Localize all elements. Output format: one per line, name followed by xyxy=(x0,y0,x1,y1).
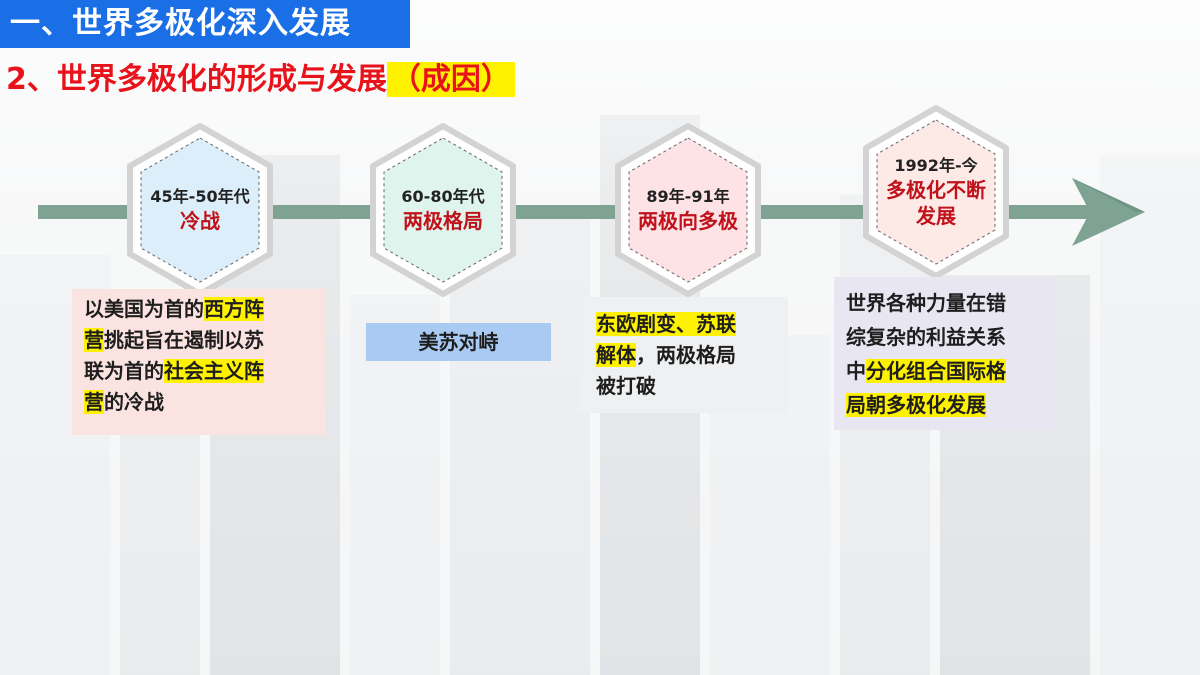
description-multipolar: 世界各种力量在错 综复杂的利益关系 中分化组合国际格 局朝多极化发展 xyxy=(834,277,1056,430)
stage-hexagon-multipolar: 1992年-今 多极化不断 发展 xyxy=(856,100,1016,284)
description-transition: 东欧剧变、苏联 解体，两极格局 被打破 xyxy=(578,297,788,413)
stage-era: 60-80年代 xyxy=(401,187,485,206)
desc-text: 被打破 xyxy=(596,374,656,398)
desc-text: 综复杂的利益关系 xyxy=(846,325,1006,349)
stage-hexagon-transition: 89年-91年 两极向多极 xyxy=(608,118,768,302)
stage-hexagon-bipolar: 60-80年代 两极格局 xyxy=(363,118,523,302)
stage-hexagon-cold-war: 45年-50年代 冷战 xyxy=(120,118,280,302)
stage-era: 1992年-今 xyxy=(894,156,978,175)
description-bipolar: 美苏对峙 xyxy=(366,323,551,361)
desc-text: ，两极格局 xyxy=(636,343,736,367)
stage-name: 两极格局 xyxy=(403,209,483,233)
stage-name-line2: 发展 xyxy=(916,204,956,228)
desc-highlight: 营 xyxy=(84,390,104,414)
desc-text: 挑起旨在遏制以苏 xyxy=(104,328,264,352)
subtitle-highlight: （成因） xyxy=(386,62,515,97)
desc-highlight: 社会主义阵 xyxy=(164,359,264,383)
desc-text: 世界各种力量在错 xyxy=(846,291,1006,315)
stage-name-line1: 多极化不断 xyxy=(886,178,986,202)
stage-name: 冷战 xyxy=(180,209,220,233)
desc-text: 以美国为首的 xyxy=(84,297,204,321)
desc-highlight: 东欧剧变、苏联 xyxy=(596,312,736,336)
desc-text: 美苏对峙 xyxy=(418,330,499,354)
desc-highlight: 营 xyxy=(84,328,104,352)
desc-highlight: 局朝多极化发展 xyxy=(846,393,986,417)
section-title: 一、世界多极化深入发展 xyxy=(0,0,410,48)
desc-text: 的冷战 xyxy=(104,390,164,414)
stage-era: 89年-91年 xyxy=(646,187,730,206)
desc-text: 联为首的 xyxy=(84,359,164,383)
subtitle: 2、世界多极化的形成与发展（成因） xyxy=(6,58,515,102)
desc-highlight: 解体 xyxy=(596,343,636,367)
subtitle-main: 2、世界多极化的形成与发展 xyxy=(6,62,387,97)
stage-name: 两极向多极 xyxy=(638,209,738,233)
timeline-arrow xyxy=(38,178,1145,246)
desc-text: 中 xyxy=(846,359,866,383)
description-cold-war: 以美国为首的西方阵 营挑起旨在遏制以苏 联为首的社会主义阵 营的冷战 xyxy=(72,289,325,435)
desc-highlight: 分化组合国际格 xyxy=(866,359,1006,383)
desc-highlight: 西方阵 xyxy=(204,297,264,321)
stage-era: 45年-50年代 xyxy=(150,187,250,206)
